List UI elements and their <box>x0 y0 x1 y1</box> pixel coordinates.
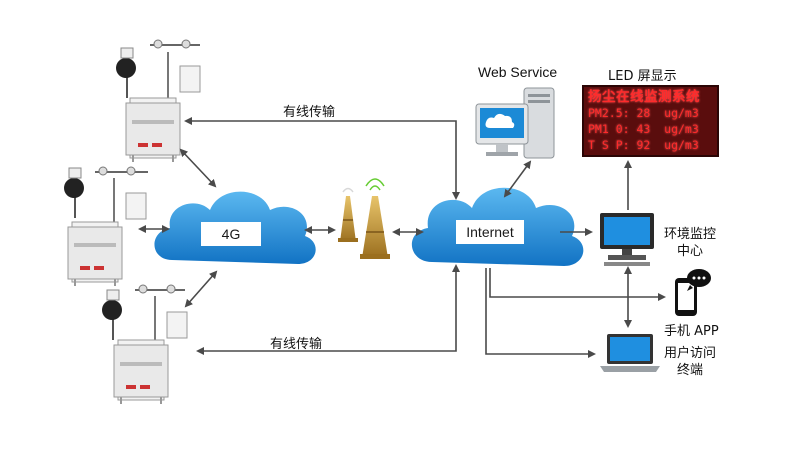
user-terminal-label-line1: 用户访问 <box>664 346 717 361</box>
led-display-row-pm10: PM1 0: 43 ug/m3 <box>588 122 699 136</box>
led-display-row-pm25: PM2.5: 28 ug/m3 <box>588 106 699 120</box>
monitoring-station-3 <box>102 284 188 404</box>
edge-station3-4g <box>184 270 218 308</box>
monitor-center-label-line1: 环境监控 <box>664 227 717 242</box>
mobile-app-label: 手机 APP <box>664 324 719 339</box>
led-display-row-tsp: T S P: 92 ug/m3 <box>588 138 699 152</box>
user-terminal-label: 用户访问 终端 <box>664 345 716 379</box>
edge-wired-top <box>184 117 460 200</box>
user-terminal-label-line2: 终端 <box>677 363 704 378</box>
edge-internet-laptop <box>485 268 596 358</box>
cloud-4g: 4G <box>154 191 316 264</box>
led-display-panel: 扬尘在线监测系统 PM2.5: 28 ug/m3 PM1 0: 43 ug/m3… <box>582 85 719 157</box>
signal-tower-icon <box>338 178 390 259</box>
laptop-icon <box>600 334 660 372</box>
connections <box>138 117 666 358</box>
cloud-internet: Internet <box>411 187 584 266</box>
edge-internet-phone <box>489 268 666 301</box>
edge-internet-webserver <box>503 160 532 198</box>
cloud-internet-label: Internet <box>466 224 514 240</box>
edge-label-wired-top: 有线传输 <box>283 105 336 120</box>
cloud-4g-label: 4G <box>222 226 241 242</box>
monitor-center-label: 环境监控 中心 <box>664 226 716 260</box>
mobile-phone-icon <box>675 269 711 316</box>
web-server-icon <box>475 87 555 159</box>
edge-station1-4g <box>179 148 217 188</box>
monitoring-station-2 <box>64 166 148 286</box>
edge-label-wired-bottom: 有线传输 <box>270 337 323 352</box>
web-service-label: Web Service <box>478 64 558 80</box>
monitor-center-label-line2: 中心 <box>677 244 704 259</box>
monitoring-center-pc-icon <box>600 213 654 266</box>
led-display-title: 扬尘在线监测系统 <box>588 89 700 105</box>
led-screen-label: LED 屏显示 <box>608 69 677 84</box>
edge-wired-bottom <box>196 264 460 355</box>
monitoring-station-1 <box>116 39 201 162</box>
